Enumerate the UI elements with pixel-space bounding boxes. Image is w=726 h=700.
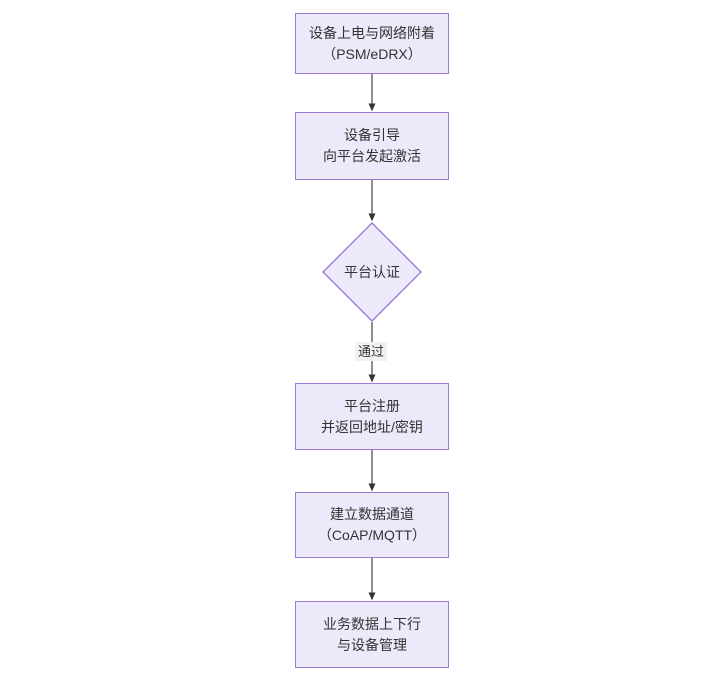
node-label-line: （CoAP/MQTT） — [317, 527, 427, 543]
node-label-line: 设备上电与网络附着 — [309, 24, 435, 41]
node-platform-registration[interactable]: 平台注册 并返回地址/密钥 — [295, 383, 449, 450]
node-label-line: 与设备管理 — [337, 636, 407, 653]
node-platform-authentication[interactable]: 平台认证 — [322, 222, 422, 322]
node-label-line: （PSM/eDRX） — [322, 45, 422, 62]
node-label-line: 并返回地址/密钥 — [321, 418, 423, 435]
diamond-shape — [322, 222, 422, 322]
edge-label-pass: 通过 — [355, 342, 388, 361]
node-label-line: 建立数据通道 — [330, 506, 414, 522]
node-establish-data-channel[interactable]: 建立数据通道 （CoAP/MQTT） — [295, 492, 449, 558]
node-device-bootstrap[interactable]: 设备引导 向平台发起激活 — [295, 112, 449, 180]
node-label-line: 设备引导 — [344, 127, 400, 143]
node-label-line: 向平台发起激活 — [323, 148, 421, 164]
node-device-power-on[interactable]: 设备上电与网络附着 （PSM/eDRX） — [295, 13, 449, 74]
node-label-line: 业务数据上下行 — [323, 615, 421, 632]
node-label-line: 平台认证 — [344, 263, 400, 280]
node-business-data-and-device-management[interactable]: 业务数据上下行 与设备管理 — [295, 601, 449, 668]
node-label-line: 平台注册 — [344, 397, 400, 414]
